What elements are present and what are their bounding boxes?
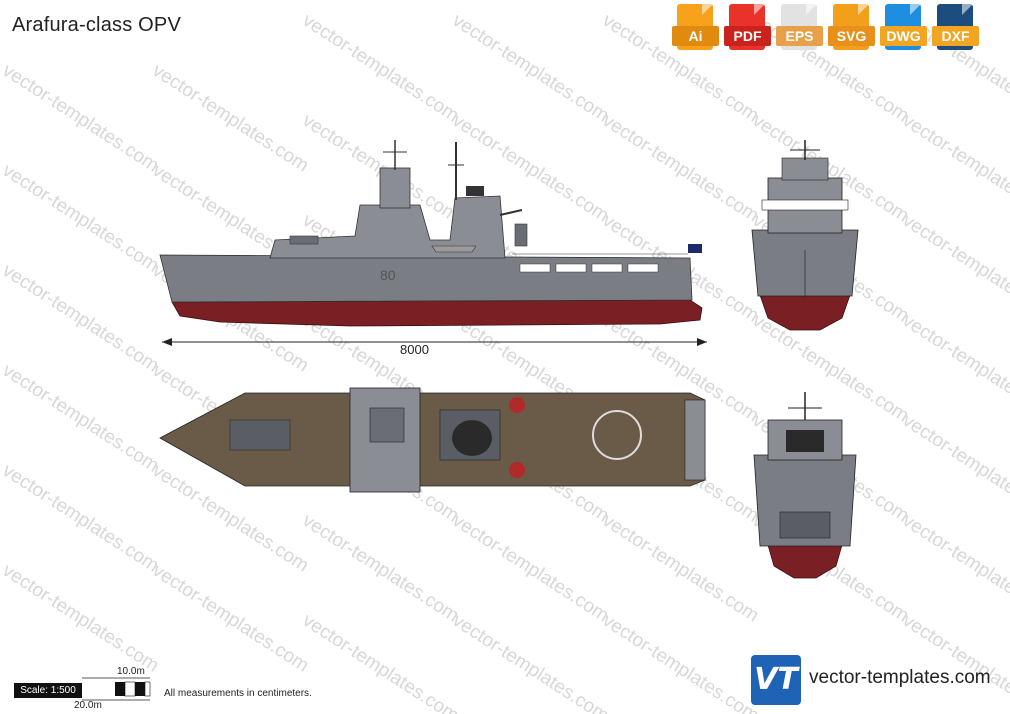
scale-bar: Scale: 1:500 10.0m 20.0m bbox=[14, 664, 154, 714]
page-title: Arafura-class OPV bbox=[12, 14, 182, 36]
helipad bbox=[592, 410, 642, 460]
measurement-note: All measurements in centimeters. bbox=[164, 688, 312, 699]
front-view bbox=[751, 140, 859, 331]
dimension-line bbox=[162, 338, 707, 346]
scale-short-label: 10.0m bbox=[117, 666, 145, 677]
side-hull-underwater bbox=[171, 299, 703, 327]
length-dimension-label: 8000 bbox=[400, 342, 429, 357]
front-hull-red bbox=[759, 294, 851, 331]
side-hull bbox=[159, 254, 693, 303]
scale-long-label: 20.0m bbox=[74, 700, 102, 711]
side-superstructure bbox=[269, 195, 506, 259]
brand-name: vector-templates.com bbox=[809, 667, 991, 688]
eps-file-icon[interactable]: EPS bbox=[776, 4, 823, 52]
svg-file-icon[interactable]: SVG bbox=[828, 4, 875, 52]
ai-file-icon[interactable]: Ai bbox=[672, 4, 719, 52]
rear-hull-red bbox=[767, 544, 843, 579]
scale-label: Scale: 1:500 bbox=[14, 683, 82, 698]
dwg-file-icon[interactable]: DWG bbox=[880, 4, 927, 52]
rear-view bbox=[753, 392, 857, 579]
scale-bar-graphic bbox=[82, 677, 151, 701]
dxf-file-icon[interactable]: DXF bbox=[932, 4, 979, 52]
side-view: 80 bbox=[159, 140, 703, 327]
svg-text:80: 80 bbox=[380, 267, 396, 283]
format-icons: Ai PDF EPS SVG DWG DXF bbox=[672, 4, 979, 52]
top-view bbox=[159, 387, 706, 493]
side-bridge bbox=[379, 167, 411, 209]
vt-logo-icon: VT bbox=[751, 655, 801, 705]
pdf-file-icon[interactable]: PDF bbox=[724, 4, 771, 52]
